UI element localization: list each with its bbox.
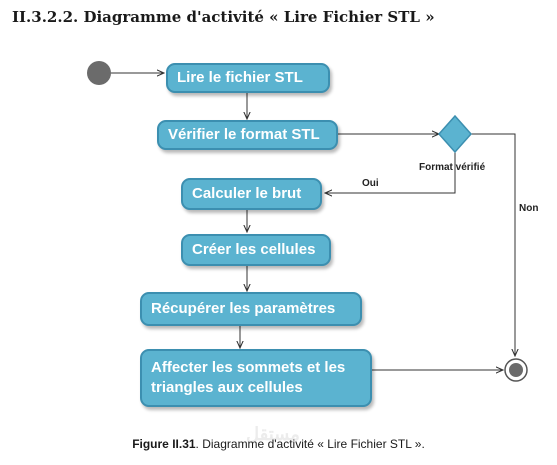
node-create-cells: Créer les cellules — [181, 234, 331, 266]
node-assign-vertices: Affecter les sommets et les triangles au… — [140, 349, 372, 407]
node-read-file: Lire le fichier STL — [166, 63, 330, 93]
node-get-params: Récupérer les paramètres — [140, 292, 362, 326]
node-assign-line1: Affecter les sommets et les — [151, 359, 346, 376]
decision-label: Format vérifié — [419, 162, 486, 173]
edge-decision-yes — [325, 152, 456, 193]
node-check-format: Vérifier le format STL — [157, 120, 338, 150]
edge-label-yes: Oui — [362, 178, 379, 189]
section-heading: II.3.2.2. Diagramme d'activité « Lire Fi… — [12, 8, 435, 26]
caption-number: Figure II.31 — [132, 437, 196, 451]
edge-label-no: Non — [519, 203, 539, 214]
node-assign-line2: triangles aux cellules — [151, 379, 303, 396]
figure-caption: Figure II.31. Diagramme d'activité « Lir… — [0, 437, 557, 451]
start-node — [87, 61, 111, 85]
decision-node — [437, 114, 473, 154]
caption-text: . Diagramme d'activité « Lire Fichier ST… — [195, 437, 425, 451]
edge-decision-no — [471, 133, 515, 356]
end-node-core — [509, 363, 523, 377]
watermark-logo: مستقل — [246, 424, 300, 444]
node-compute-raw: Calculer le brut — [181, 178, 322, 210]
